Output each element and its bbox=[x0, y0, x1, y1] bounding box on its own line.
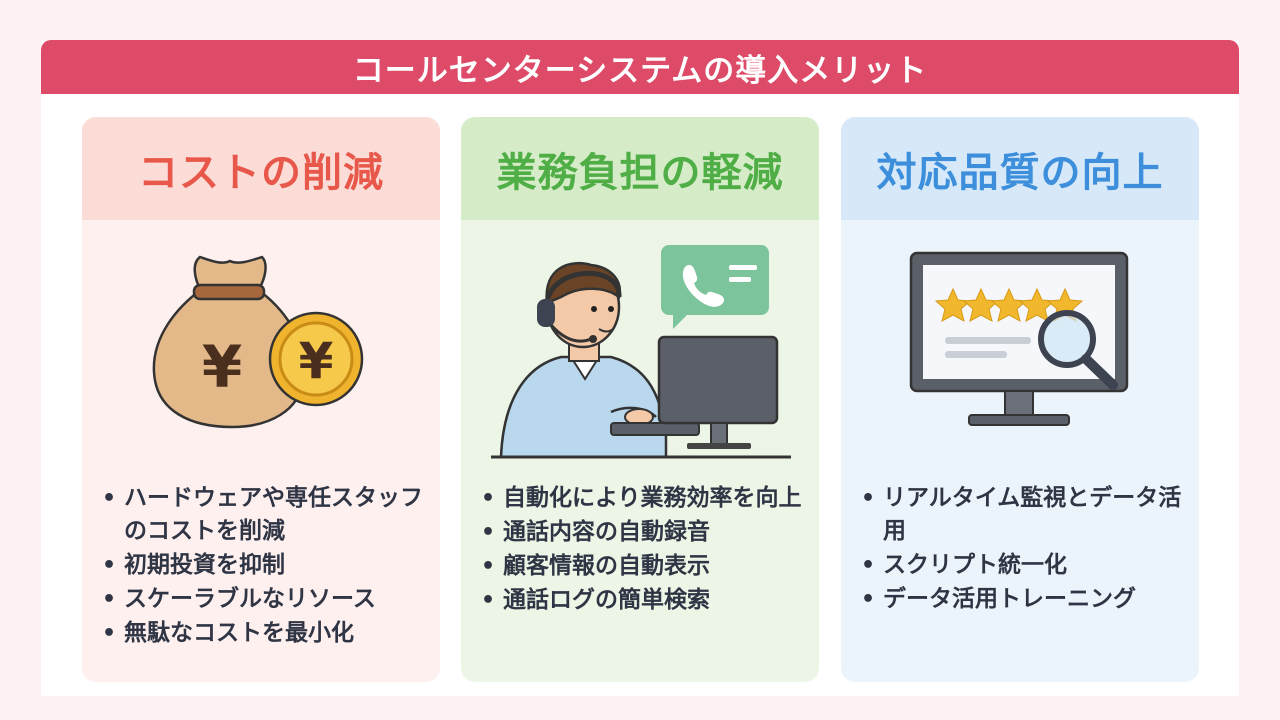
list-item: •スケーラブルなリソース bbox=[102, 586, 376, 612]
list-item: •初期投資を抑制 bbox=[102, 552, 285, 578]
bullet-list: •自動化により業務効率を向上 •通話内容の自動録音 •顧客情報の自動表示 •通話… bbox=[481, 482, 811, 618]
list-item: •通話内容の自動録音 bbox=[481, 519, 710, 545]
call-center-operator-icon bbox=[491, 245, 791, 459]
card-workload-reduction: 業務負担の軽減 bbox=[461, 117, 819, 682]
list-item: •無駄なコストを最小化 bbox=[102, 620, 354, 646]
page-title: コールセンターシステムの導入メリット bbox=[352, 52, 928, 89]
infographic: コールセンターシステムの導入メリット コストの削減 ¥ ¥ •ハードウェアや専任… bbox=[41, 40, 1239, 696]
monitor-with-stars-and-magnifier-icon bbox=[909, 251, 1129, 426]
list-item: •通話ログの簡単検索 bbox=[481, 587, 710, 613]
title-banner: コールセンターシステムの導入メリット bbox=[41, 40, 1239, 94]
card-cost-reduction: コストの削減 ¥ ¥ •ハードウェアや専任スタッフのコストを削減 •初期投資を抑… bbox=[82, 117, 440, 682]
card-header: コストの削減 bbox=[82, 117, 440, 220]
card-header: 業務負担の軽減 bbox=[461, 117, 819, 220]
card-quality-improvement: 対応品質の向上 •リアルタイム監視とデータ活用 •スクリプト統一化 •データ活用 bbox=[841, 117, 1199, 682]
svg-text:¥: ¥ bbox=[202, 333, 242, 401]
bullet-list: •リアルタイム監視とデータ活用 •スクリプト統一化 •データ活用トレーニング bbox=[861, 482, 1191, 617]
list-item: •リアルタイム監視とデータ活用 bbox=[861, 485, 1182, 544]
list-item: •ハードウェアや専任スタッフのコストを削減 bbox=[102, 485, 423, 544]
list-item: •顧客情報の自動表示 bbox=[481, 553, 710, 579]
money-bag-and-yen-coin-icon: ¥ ¥ bbox=[152, 255, 364, 429]
list-item: •スクリプト統一化 bbox=[861, 552, 1067, 578]
card-header: 対応品質の向上 bbox=[841, 117, 1199, 220]
card-title: 業務負担の軽減 bbox=[496, 149, 784, 196]
bullet-list: •ハードウェアや専任スタッフのコストを削減 •初期投資を抑制 •スケーラブルなリ… bbox=[102, 482, 432, 651]
svg-text:¥: ¥ bbox=[299, 332, 334, 390]
list-item: •自動化により業務効率を向上 bbox=[481, 485, 802, 511]
card-title: コストの削減 bbox=[138, 149, 384, 196]
card-title: 対応品質の向上 bbox=[876, 149, 1164, 196]
list-item: •データ活用トレーニング bbox=[861, 586, 1136, 612]
